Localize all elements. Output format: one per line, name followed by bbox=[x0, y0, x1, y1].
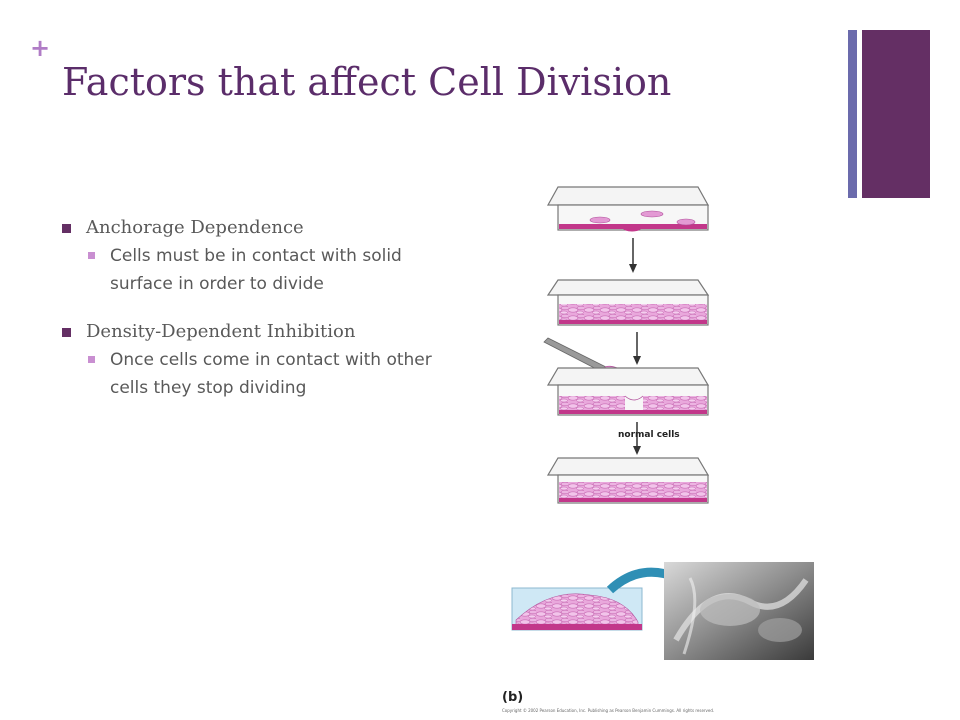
accent-bar-thick bbox=[862, 30, 930, 198]
sub-bullet-density-text: Once cells come in contact with other ce… bbox=[110, 350, 432, 398]
down-arrow-icon bbox=[629, 238, 637, 273]
petri-dish-scraped bbox=[546, 367, 710, 416]
bullet-square-icon bbox=[62, 328, 71, 337]
normal-cells-label: normal cells bbox=[618, 430, 680, 440]
cell-culture-figure bbox=[511, 186, 814, 660]
sub-bullet-anchorage: Cells must be in contact with solid surf… bbox=[62, 242, 442, 298]
petri-dish-sparse bbox=[546, 186, 710, 232]
panel-label-b: (b) bbox=[502, 690, 524, 705]
sub-bullet-square-icon bbox=[88, 252, 95, 259]
down-arrow-icon bbox=[633, 422, 641, 455]
bullet-square-icon bbox=[62, 224, 71, 233]
bullet-list: Anchorage Dependence Cells must be in co… bbox=[62, 214, 442, 402]
down-arrow-icon bbox=[633, 332, 641, 365]
slide-title: Factors that affect Cell Division bbox=[62, 60, 672, 104]
accent-bar-thin bbox=[848, 30, 857, 198]
copyright-text: Copyright © 2002 Pearson Education, Inc.… bbox=[502, 708, 715, 713]
sub-bullet-square-icon bbox=[88, 356, 95, 363]
petri-dish-monolayer bbox=[546, 279, 710, 326]
bullet-density-text: Density-Dependent Inhibition bbox=[86, 321, 356, 342]
cancer-cell-dish bbox=[511, 587, 643, 631]
micrograph-image bbox=[664, 562, 814, 660]
bullet-density: Density-Dependent Inhibition bbox=[62, 318, 442, 346]
bullet-anchorage-text: Anchorage Dependence bbox=[86, 217, 304, 238]
bullet-anchorage: Anchorage Dependence bbox=[62, 214, 442, 242]
plus-mark: + bbox=[30, 34, 51, 62]
petri-dish-recovered bbox=[546, 457, 710, 504]
sub-bullet-density: Once cells come in contact with other ce… bbox=[62, 346, 442, 402]
sub-bullet-anchorage-text: Cells must be in contact with solid surf… bbox=[110, 246, 402, 294]
